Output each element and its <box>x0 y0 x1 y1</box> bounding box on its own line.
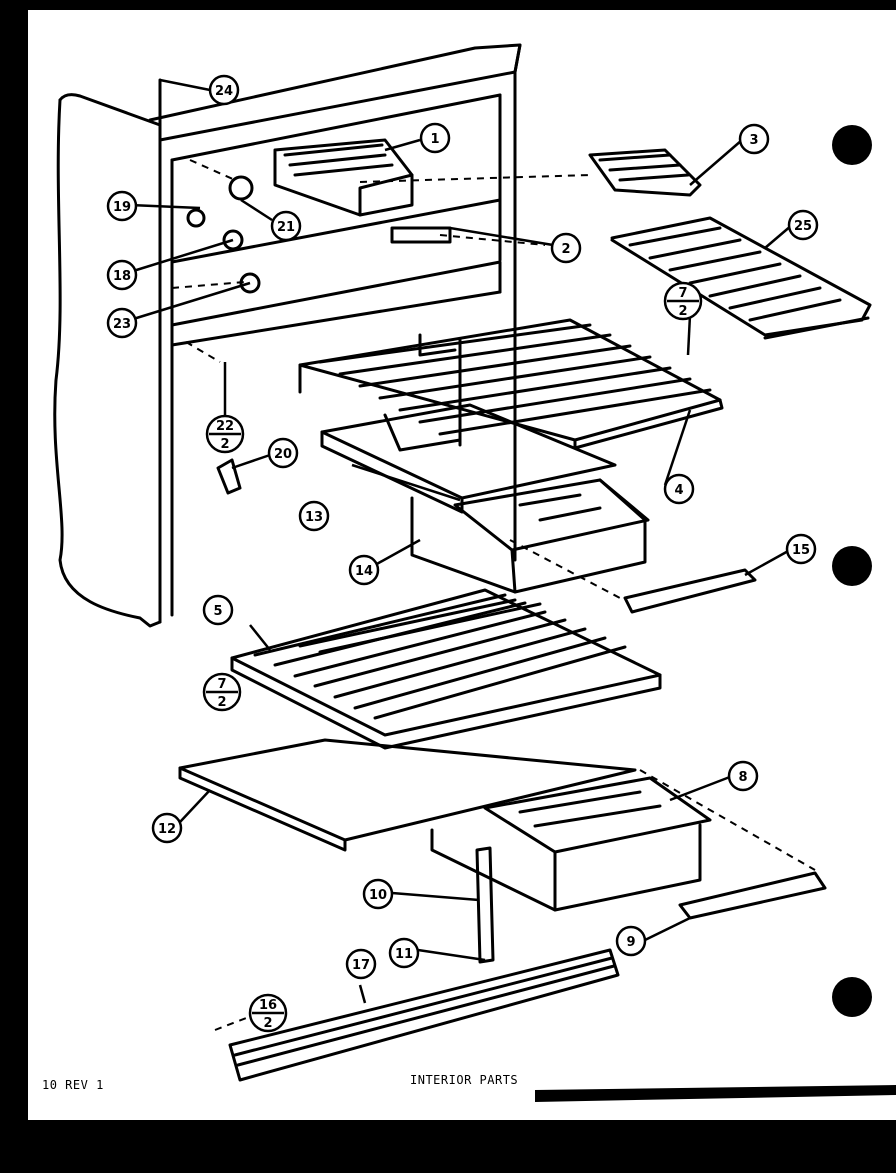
solid-leaders <box>129 78 793 1004</box>
callout-9: 9 <box>615 925 647 957</box>
svg-text:2: 2 <box>263 1016 272 1031</box>
bottom-grille <box>228 948 620 1082</box>
upper-wire-shelf <box>298 318 724 452</box>
callout-1: 1 <box>419 122 451 154</box>
freezer-shelf <box>610 216 872 340</box>
svg-text:10: 10 <box>369 888 387 903</box>
ice-tray <box>588 148 702 197</box>
svg-text:22: 22 <box>216 419 234 434</box>
callout-13: 13 <box>298 500 330 532</box>
callout-8: 8 <box>727 760 759 792</box>
callout-4: 4 <box>663 473 695 505</box>
svg-text:16: 16 <box>259 998 277 1013</box>
svg-text:2: 2 <box>561 242 570 257</box>
callout-20: 20 <box>267 437 299 469</box>
callout-11: 11 <box>388 937 420 969</box>
svg-text:2: 2 <box>678 304 687 319</box>
svg-text:2: 2 <box>220 437 229 452</box>
page-title: INTERIOR PARTS <box>410 1073 519 1087</box>
crisper-cover-lower <box>178 738 637 852</box>
callout-15: 15 <box>785 533 817 565</box>
callout-5: 5 <box>202 594 234 626</box>
svg-text:24: 24 <box>215 84 233 99</box>
svg-text:2: 2 <box>217 695 226 710</box>
cabinet-liner <box>53 43 522 628</box>
svg-text:4: 4 <box>674 483 683 498</box>
svg-text:25: 25 <box>794 219 812 234</box>
svg-text:18: 18 <box>113 269 131 284</box>
svg-text:5: 5 <box>213 604 222 619</box>
svg-text:9: 9 <box>626 935 635 950</box>
callout-7-2-upper: 7 2 <box>663 281 703 321</box>
svg-text:8: 8 <box>738 770 747 785</box>
svg-text:13: 13 <box>305 510 323 525</box>
light-shield-part <box>390 226 452 244</box>
callout-12: 12 <box>151 812 183 844</box>
damper-knob-part <box>222 229 244 251</box>
callout-24: 24 <box>208 74 240 106</box>
svg-text:19: 19 <box>113 200 131 215</box>
drawer-support <box>475 846 495 964</box>
callout-2: 2 <box>550 232 582 264</box>
callout-25: 25 <box>787 209 819 241</box>
lower-drawer <box>430 776 712 912</box>
callout-14: 14 <box>348 554 380 586</box>
svg-text:21: 21 <box>277 220 295 235</box>
callout-18: 18 <box>106 259 138 291</box>
scan-smudge <box>535 1085 896 1102</box>
callout-7-2-lower: 7 2 <box>202 672 242 712</box>
svg-text:3: 3 <box>749 133 758 148</box>
svg-text:7: 7 <box>217 677 226 692</box>
svg-text:23: 23 <box>113 317 131 332</box>
control-knob-part <box>228 175 254 201</box>
drawer-rail-upper <box>623 568 757 614</box>
callout-21: 21 <box>270 210 302 242</box>
callout-17: 17 <box>345 948 377 980</box>
page-code: 10 REV 1 <box>42 1078 104 1092</box>
svg-text:20: 20 <box>274 447 292 462</box>
svg-text:17: 17 <box>352 958 370 973</box>
main-wire-shelf <box>230 588 662 750</box>
thermostat-knob-part <box>186 208 206 228</box>
callout-19: 19 <box>106 190 138 222</box>
callout-23: 23 <box>106 307 138 339</box>
callout-3: 3 <box>738 123 770 155</box>
drawer-rail-lower <box>678 871 827 920</box>
callout-22-2: 22 2 <box>205 414 245 454</box>
svg-text:12: 12 <box>158 822 176 837</box>
svg-text:11: 11 <box>395 947 413 962</box>
control-housing <box>273 138 414 217</box>
light-switch-part <box>216 458 242 495</box>
callout-10: 10 <box>362 878 394 910</box>
svg-text:7: 7 <box>678 286 687 301</box>
callout-16-2: 16 2 <box>248 993 288 1033</box>
svg-text:15: 15 <box>792 543 810 558</box>
svg-text:14: 14 <box>355 564 373 579</box>
registration-dots <box>832 125 872 1017</box>
svg-text:1: 1 <box>430 132 439 147</box>
